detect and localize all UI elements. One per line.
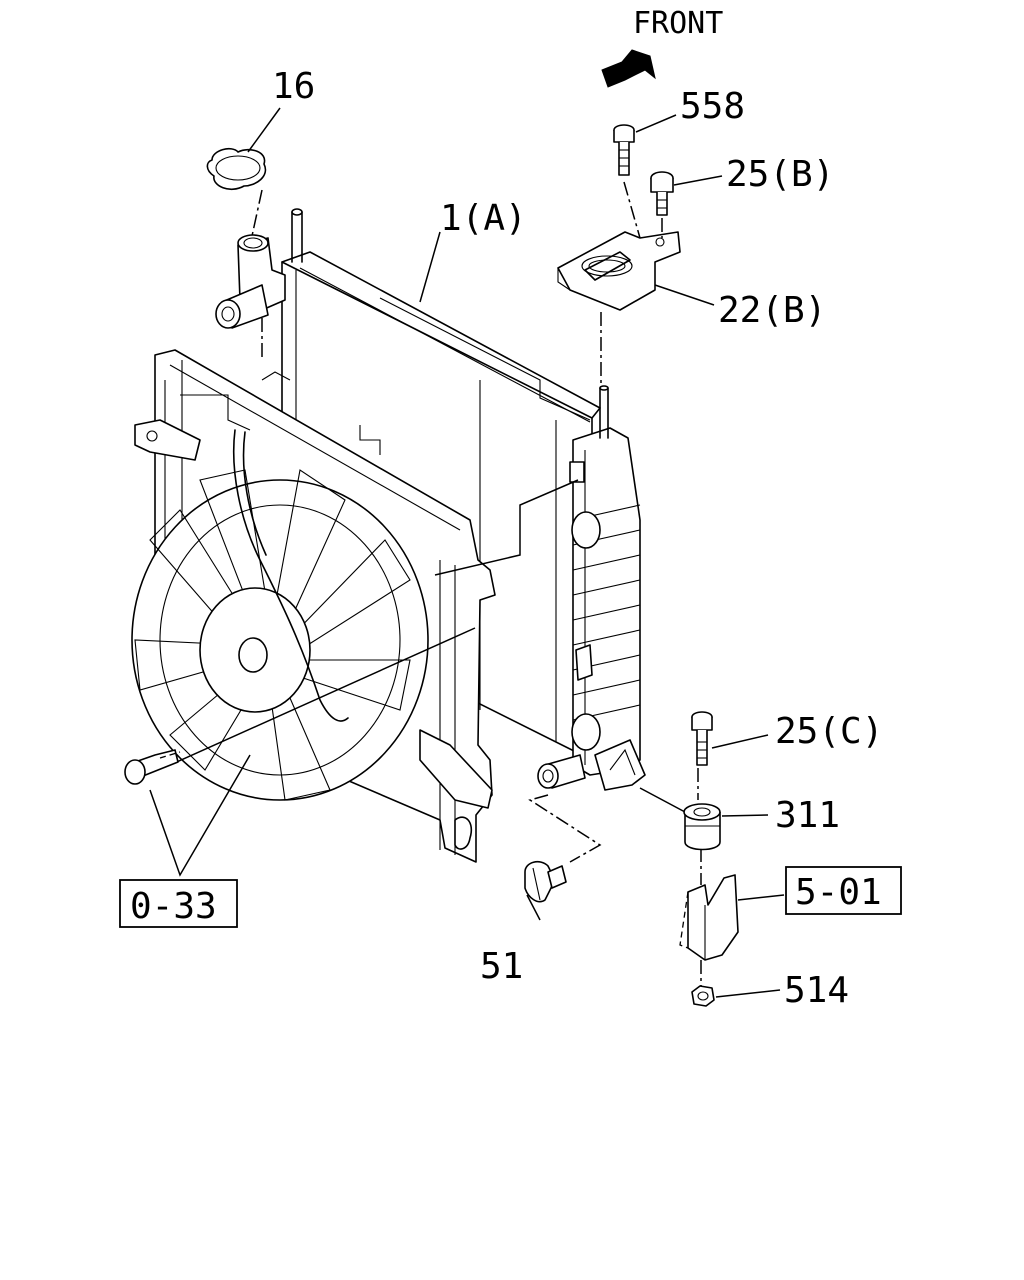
fan-bolt-leader [169,627,476,766]
bolt-25b [650,171,674,216]
callout-558: 558 [680,86,745,127]
nut-514 [691,985,715,1007]
tank-ribs [572,504,641,721]
ref-box-5-01[interactable]: 5-01 [785,866,902,915]
callout-16: 16 [272,66,315,107]
callout-514: 514 [784,970,849,1011]
callout-51: 51 [480,946,523,987]
callout-25c: 25(C) [775,711,883,752]
ref-label-0-33: 0-33 [130,886,217,927]
bolt-25c [691,711,713,766]
front-arrow-icon [601,49,656,88]
bolt-558 [613,124,635,176]
support-bracket [679,874,739,961]
lower-outlet-pipe [537,754,586,789]
callout-25b: 25(B) [726,154,834,195]
shroud-bolt [124,749,181,785]
shroud-clip-leader [434,479,579,576]
callout-22b: 22(B) [718,290,826,331]
drain-plug [524,860,567,903]
radiator-cap [206,148,267,191]
filler-neck [215,208,303,329]
ref-label-5-01: 5-01 [795,872,882,913]
callout-311: 311 [775,795,840,836]
alignment-lines [251,181,702,988]
front-label: FRONT [633,6,723,41]
ref-box-0-33[interactable]: 0-33 [119,879,238,928]
front-indicator: FRONT [601,6,723,88]
radiator-side-tank [569,385,646,791]
mount-rubber [683,803,721,851]
cooling-fan [131,429,429,801]
bracket-22b [557,231,681,311]
fan-blades [134,469,411,801]
callout-1a: 1(A) [440,198,527,239]
leaders [149,107,785,998]
